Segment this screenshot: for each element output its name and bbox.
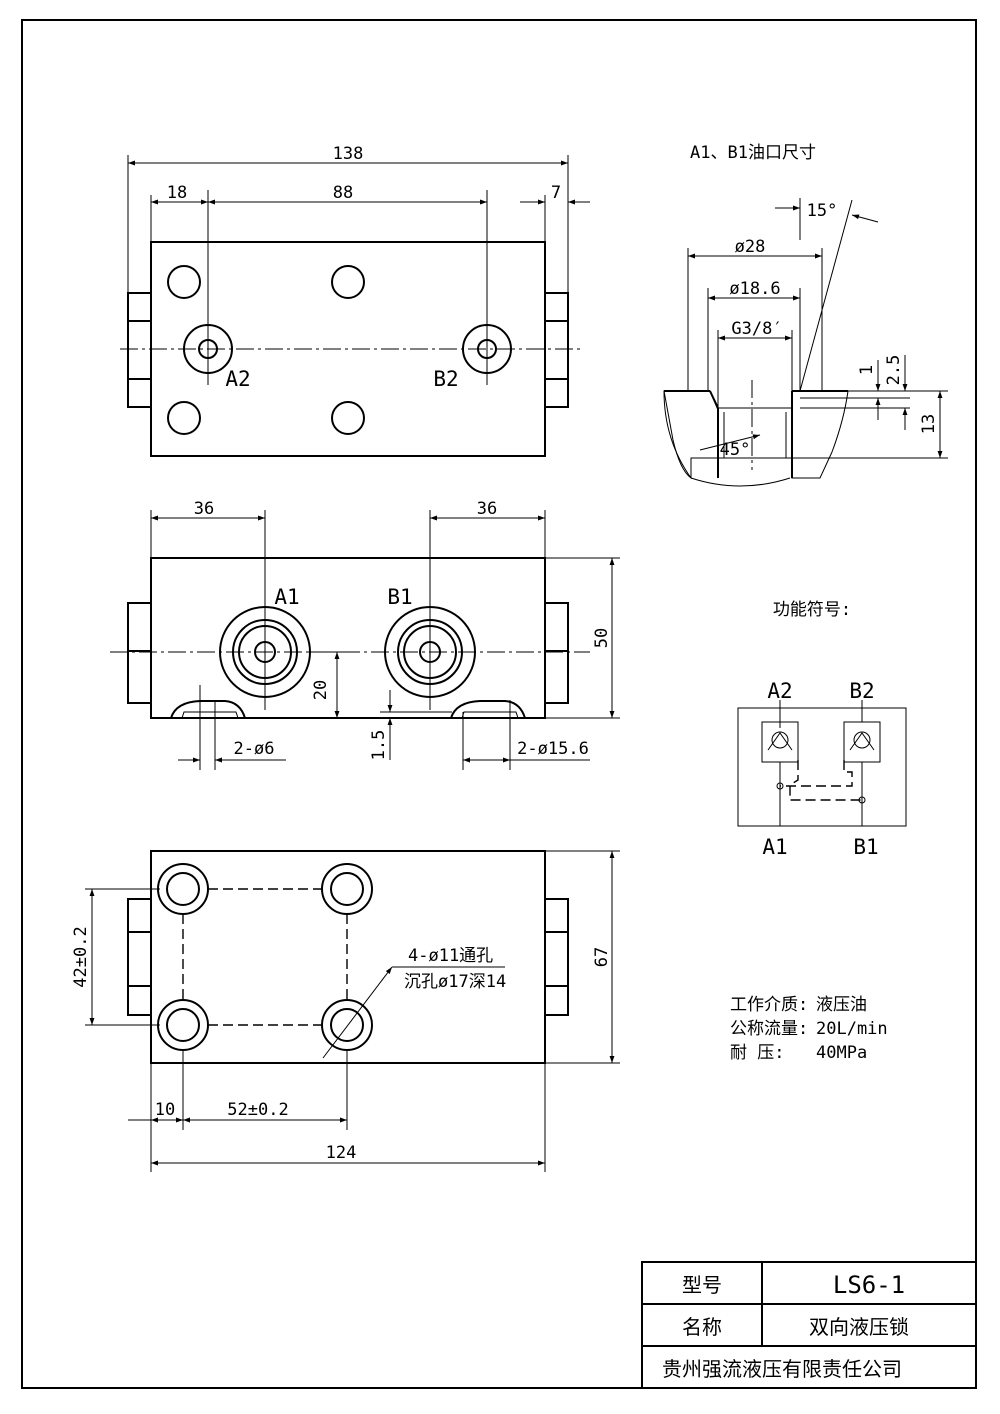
mount-hole-counterbore [157, 863, 209, 915]
dim-2-dia15-6: 2-ø15.6 [517, 739, 589, 759]
spec-value: 液压油 [816, 995, 867, 1015]
symbol-label-a2: A2 [767, 679, 792, 703]
thread-g3-8: G3/8′ [731, 319, 782, 339]
port-detail: A1、B1油口尺寸 ø28 ø18.6 G3/8′ 15° [663, 143, 948, 487]
dim-7: 7 [551, 183, 561, 203]
side-block-right [544, 898, 569, 1016]
port-label-a1: A1 [274, 585, 299, 609]
mount-hole-counterbore [157, 999, 209, 1051]
spec-label: 耐 压: [730, 1043, 784, 1063]
spec-label: 公称流量: [730, 1019, 808, 1039]
side-block-right [544, 292, 569, 408]
company-name: 贵州强流液压有限责任公司 [662, 1357, 902, 1381]
seal-groove-right [450, 700, 526, 719]
mount-hole-counterbore [321, 863, 373, 915]
depth-2-5: 2.5 [884, 355, 904, 386]
dim-36-left: 36 [194, 499, 214, 519]
depth-1: 1 [857, 365, 877, 375]
section-hatch-right [791, 390, 849, 479]
depth-13: 13 [919, 414, 939, 434]
dim-50: 50 [592, 628, 612, 648]
section-hatch-left [663, 390, 719, 479]
name-label: 名称 [682, 1315, 722, 1339]
front-view-body [150, 557, 546, 719]
check-valve-right [843, 721, 881, 763]
side-block-right [544, 602, 569, 704]
dim-88: 88 [333, 183, 353, 203]
title-block: 型号 LS6-1 名称 双向液压锁 贵州强流液压有限责任公司 [641, 1261, 977, 1389]
dia-28: ø28 [735, 237, 766, 257]
dim-67: 67 [592, 947, 612, 967]
side-block-left [127, 602, 152, 704]
symbol-title: 功能符号: [773, 600, 851, 620]
mount-hole-counterbore [321, 999, 373, 1051]
mount-hole [167, 265, 201, 299]
dim-2-dia6: 2-ø6 [234, 739, 275, 759]
top-view: 138 18 88 7 A2 B2 [120, 144, 590, 457]
symbol-label-b1: B1 [853, 835, 878, 859]
hole-note-counterbore: 沉孔ø17深14 [404, 972, 506, 992]
specs: 工作介质: 液压油 公称流量: 20L/min 耐 压: 40MPa [730, 995, 888, 1063]
drawing-frame [21, 19, 977, 1389]
dia-18-6: ø18.6 [729, 279, 780, 299]
dim-20: 20 [311, 680, 331, 700]
side-block-left [127, 292, 152, 408]
dim-36-right: 36 [477, 499, 497, 519]
dim-42: 42±0.2 [71, 926, 91, 987]
dim-1-5: 1.5 [369, 730, 389, 761]
model-value: LS6-1 [833, 1271, 905, 1299]
angle-15: 15° [807, 201, 838, 221]
function-symbol: 功能符号: A2 B2 A1 B1 [737, 600, 907, 859]
symbol-label-a1: A1 [762, 835, 787, 859]
mount-hole [167, 401, 201, 435]
dim-18: 18 [167, 183, 187, 203]
symbol-label-b2: B2 [849, 679, 874, 703]
dim-10: 10 [155, 1100, 175, 1120]
model-label: 型号 [682, 1273, 722, 1297]
port-label-a2: A2 [225, 367, 250, 391]
port-detail-title: A1、B1油口尺寸 [690, 143, 816, 163]
name-value: 双向液压锁 [809, 1315, 909, 1339]
hole-note-through: 4-ø11通孔 [408, 946, 493, 966]
side-block-left [127, 898, 152, 1016]
spec-value: 40MPa [816, 1043, 867, 1063]
port-label-b1: B1 [387, 585, 412, 609]
dim-124: 124 [326, 1143, 357, 1163]
spec-label: 工作介质: [730, 995, 808, 1015]
front-view: 36 36 50 20 1.5 2-ø6 2-ø15.6 A1 B1 [110, 499, 620, 770]
dim-52: 52±0.2 [227, 1100, 288, 1120]
dim-138: 138 [333, 144, 364, 164]
bottom-view: 4-ø11通孔 沉孔ø17深14 42±0.2 67 10 52±0.2 124 [71, 850, 620, 1172]
spec-value: 20L/min [816, 1019, 888, 1039]
mount-hole [331, 265, 365, 299]
mount-hole [331, 401, 365, 435]
port-label-b2: B2 [433, 367, 458, 391]
chamfer-45: 45° [720, 440, 751, 460]
seal-groove-left [170, 700, 246, 719]
symbol-box [737, 707, 907, 827]
